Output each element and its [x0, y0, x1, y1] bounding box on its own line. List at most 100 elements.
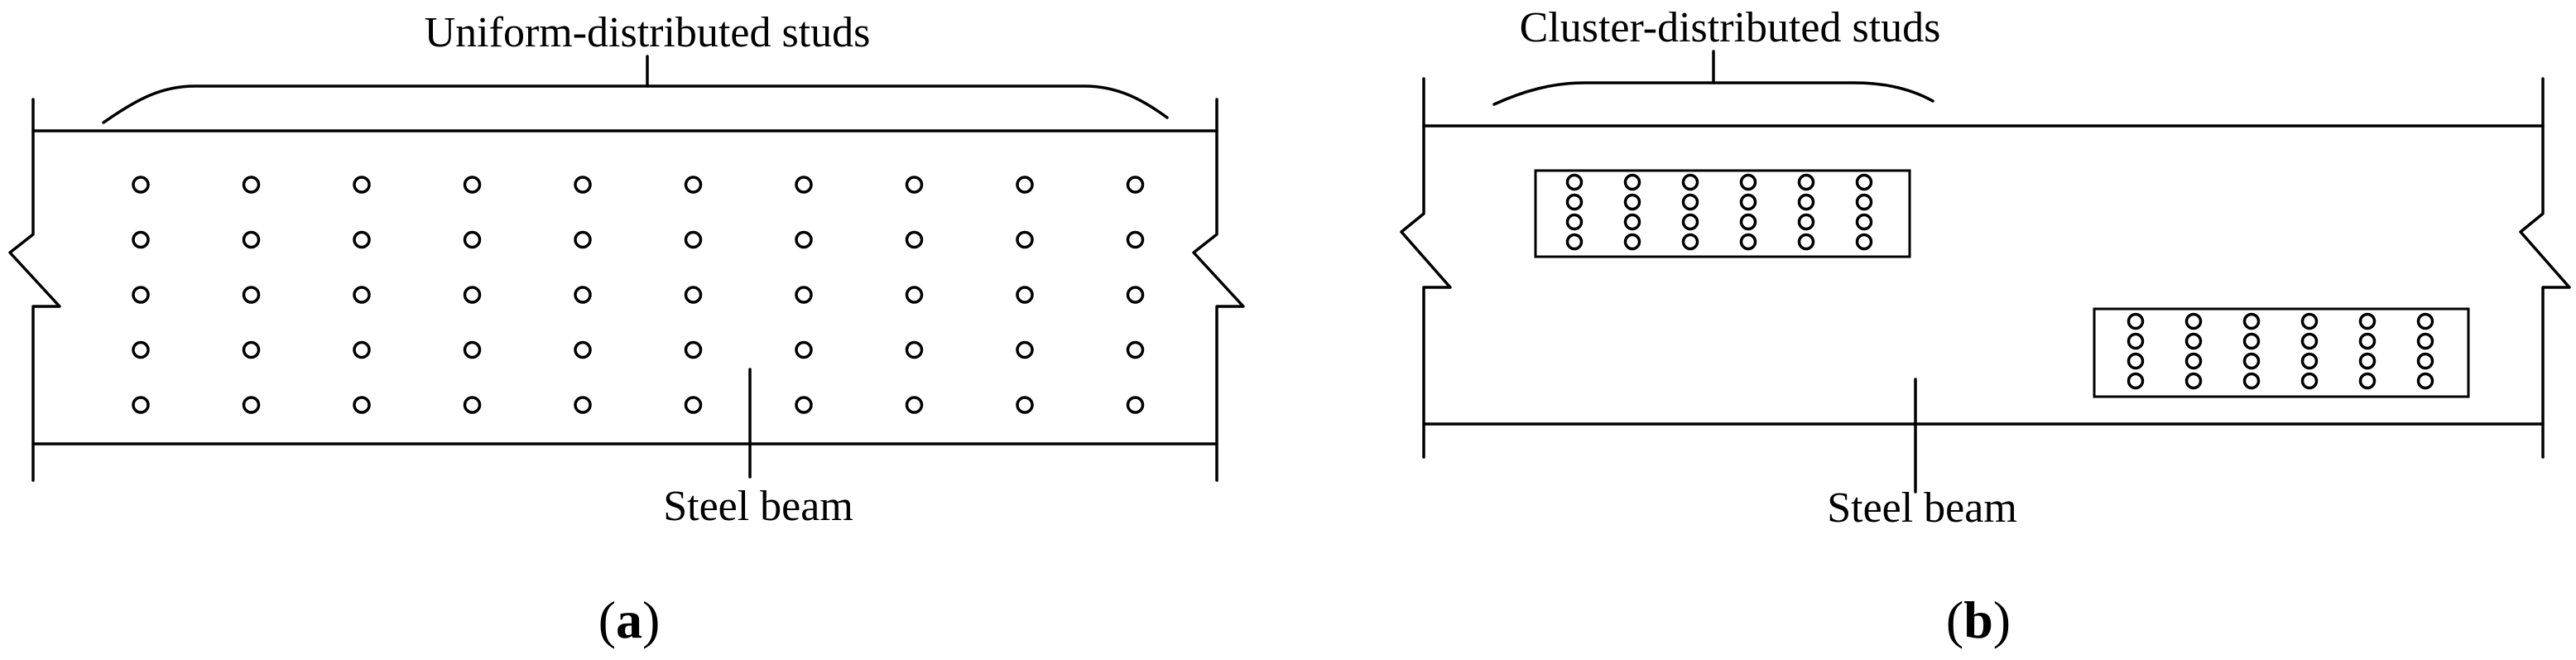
stud: [2300, 352, 2319, 370]
stud: [132, 230, 150, 249]
label-cluster-studs: Cluster-distributed studs: [1520, 4, 1941, 51]
stud: [463, 396, 482, 414]
uniform-stud-grid: [132, 176, 1145, 414]
stud: [1797, 213, 1815, 231]
stud: [2184, 332, 2203, 350]
stud: [684, 230, 703, 249]
stud: [795, 176, 813, 194]
stud: [574, 340, 592, 359]
stud: [905, 340, 924, 359]
stud: [1016, 176, 1034, 194]
stud: [1623, 193, 1641, 211]
stud: [574, 176, 592, 194]
stud: [1126, 176, 1145, 194]
stud: [1565, 173, 1584, 191]
stud: [1681, 233, 1699, 251]
stud: [1855, 213, 1873, 231]
stud: [1797, 173, 1815, 191]
stud: [795, 286, 813, 304]
stud: [463, 340, 482, 359]
stud: [2242, 352, 2261, 370]
stud: [684, 176, 703, 194]
stud: [905, 286, 924, 304]
stud: [1623, 233, 1641, 251]
stud: [242, 176, 261, 194]
panel-a: Uniform-distributed studs Steel beam (a): [8, 9, 1245, 649]
beam-a-outline: [8, 98, 1245, 482]
stud: [905, 396, 924, 414]
stud: [353, 176, 371, 194]
stud: [2242, 312, 2261, 330]
stud: [795, 396, 813, 414]
stud: [1739, 173, 1757, 191]
stud-cluster-box-1: [1534, 169, 1911, 258]
stud: [1797, 233, 1815, 251]
stud: [2184, 312, 2203, 330]
stud: [574, 396, 592, 414]
stud: [684, 340, 703, 359]
stud: [1016, 230, 1034, 249]
stud: [2127, 312, 2145, 330]
stud: [353, 286, 371, 304]
brace-b: [1492, 81, 1934, 106]
stud: [2416, 372, 2434, 390]
stud: [2127, 352, 2145, 370]
stud: [2300, 372, 2319, 390]
stud: [684, 396, 703, 414]
stud: [1681, 213, 1699, 231]
stud: [2242, 332, 2261, 350]
stud: [1797, 193, 1815, 211]
stud: [2358, 332, 2377, 350]
stud: [2184, 352, 2203, 370]
stud: [1565, 213, 1584, 231]
cluster-stud-groups: [1565, 173, 2434, 390]
stud: [2416, 332, 2434, 350]
beam-b-outline: [1400, 77, 2571, 459]
stud: [795, 230, 813, 249]
stud: [1126, 286, 1145, 304]
stud: [1126, 340, 1145, 359]
stud: [2416, 352, 2434, 370]
stud: [1739, 233, 1757, 251]
stud: [353, 230, 371, 249]
stud: [132, 396, 150, 414]
stud: [2358, 372, 2377, 390]
panel-b: Cluster-distributed studs Steel beam (b): [1400, 4, 2571, 649]
stud: [1126, 396, 1145, 414]
stud: [132, 340, 150, 359]
stud: [1126, 230, 1145, 249]
caption-b: (b): [1946, 590, 2011, 649]
stud: [574, 230, 592, 249]
stud: [574, 286, 592, 304]
stud: [242, 230, 261, 249]
stud: [2184, 372, 2203, 390]
label-uniform-studs: Uniform-distributed studs: [425, 9, 871, 56]
stud: [1681, 193, 1699, 211]
stud: [2416, 312, 2434, 330]
stud: [463, 286, 482, 304]
stud: [242, 396, 261, 414]
stud: [1855, 173, 1873, 191]
stud: [2127, 372, 2145, 390]
stud: [2127, 332, 2145, 350]
stud: [1016, 396, 1034, 414]
stud: [2300, 312, 2319, 330]
stud: [132, 286, 150, 304]
label-steel-beam-b: Steel beam: [1827, 484, 2017, 532]
label-steel-beam-a: Steel beam: [663, 483, 853, 530]
stud: [353, 396, 371, 414]
stud: [905, 230, 924, 249]
caption-a: (a): [598, 590, 661, 649]
brace-a: [102, 84, 1169, 124]
stud: [1623, 173, 1641, 191]
stud: [1565, 193, 1584, 211]
stud: [795, 340, 813, 359]
stud: [1016, 286, 1034, 304]
stud: [1739, 193, 1757, 211]
stud: [1681, 173, 1699, 191]
stud: [684, 286, 703, 304]
stud: [132, 176, 150, 194]
stud: [242, 286, 261, 304]
stud: [2242, 372, 2261, 390]
